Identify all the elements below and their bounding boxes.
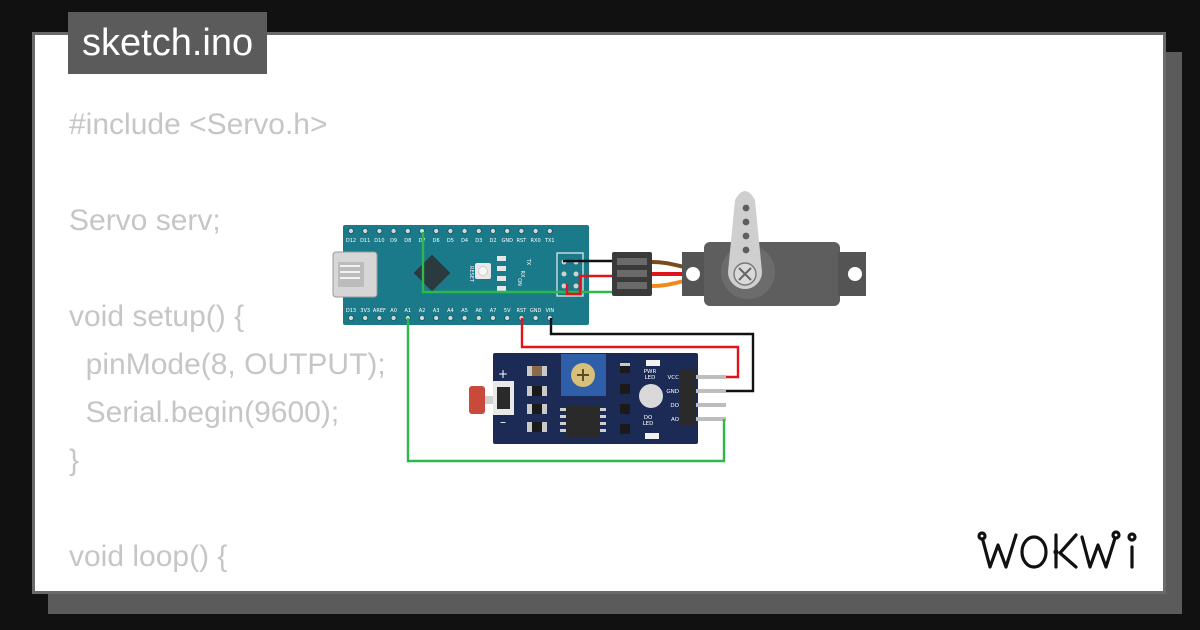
nano-pin-d12[interactable]	[347, 227, 354, 234]
nano-pin-label: AREF	[373, 308, 386, 314]
nano-pin-a1[interactable]	[404, 314, 411, 321]
nano-pin-a0[interactable]	[390, 314, 397, 321]
nano-bottom-pin-row	[347, 314, 553, 321]
nano-pin-aref[interactable]	[376, 314, 383, 321]
nano-pin-5v[interactable]	[504, 314, 511, 321]
nano-pin-label: RX0	[531, 238, 541, 244]
on-label: ON	[516, 278, 522, 286]
comparator-chip	[566, 405, 600, 437]
nano-pin-label: A0	[390, 308, 397, 314]
minus-label: –	[500, 415, 506, 429]
nano-pin-d8[interactable]	[404, 227, 411, 234]
nano-pin-a6[interactable]	[475, 314, 482, 321]
rx-label: RX	[519, 271, 525, 278]
nano-pin-label: D13	[346, 308, 356, 314]
nano-pin-d10[interactable]	[376, 227, 383, 234]
nano-pin-d2[interactable]	[489, 227, 496, 234]
nano-pin-d3[interactable]	[475, 227, 482, 234]
nano-pin-d4[interactable]	[461, 227, 468, 234]
nano-pin-label: D2	[489, 238, 496, 244]
code-card: #include <Servo.h> Servo serv; void setu…	[32, 32, 1166, 594]
nano-pin-label: D6	[433, 238, 440, 244]
file-tab[interactable]: sketch.ino	[68, 12, 268, 74]
pwr-led	[646, 360, 660, 366]
sensor-pin-label-do: DO	[670, 403, 679, 409]
nano-pin-d6[interactable]	[433, 227, 440, 234]
nano-pin-d5[interactable]	[447, 227, 454, 234]
plus-label: +	[498, 367, 508, 381]
nano-pin-gnd[interactable]	[504, 227, 511, 234]
tx-led	[497, 256, 506, 261]
nano-pin-label: VIN	[545, 308, 554, 314]
photoresistor	[469, 386, 485, 414]
nano-pin-rx0[interactable]	[532, 227, 539, 234]
servo-motor[interactable]	[612, 191, 866, 306]
sensor-pin-label-ao: AO	[671, 417, 680, 423]
nano-pin-label: 3V3	[360, 308, 370, 314]
nano-pin-label: A4	[447, 308, 454, 314]
code-listing: #include <Servo.h> Servo serv; void setu…	[69, 108, 386, 591]
sensor-pin-label-vcc: VCC	[668, 375, 680, 381]
nano-pin-label: A1	[404, 308, 411, 314]
nano-pin-vin[interactable]	[546, 314, 553, 321]
reset-label: RESET	[468, 266, 474, 283]
nano-pin-d9[interactable]	[390, 227, 397, 234]
nano-pin-a5[interactable]	[461, 314, 468, 321]
nano-pin-label: D4	[461, 238, 468, 244]
l-led	[497, 286, 506, 291]
nano-pin-label: TX1	[544, 238, 555, 244]
nano-pin-label: D5	[447, 238, 454, 244]
sensor-glow-led	[639, 384, 663, 408]
nano-pin-label: D12	[346, 238, 356, 244]
nano-pin-label: A5	[461, 308, 468, 314]
nano-pin-a3[interactable]	[433, 314, 440, 321]
sensor-pin-label-gnd: GND	[666, 389, 679, 395]
nano-pin-label: 5V	[504, 308, 511, 314]
wokwi-logo[interactable]	[976, 527, 1152, 575]
nano-pin-d7[interactable]	[418, 227, 425, 234]
nano-pin-rst[interactable]	[518, 314, 525, 321]
nano-pin-label: A6	[475, 308, 482, 314]
nano-pin-a4[interactable]	[447, 314, 454, 321]
nano-pin-gnd[interactable]	[532, 314, 539, 321]
servo-horn[interactable]	[728, 191, 762, 289]
nano-pin-label: A2	[419, 308, 426, 314]
nano-pin-tx1[interactable]	[546, 227, 553, 234]
nano-pin-label: D3	[475, 238, 482, 244]
nano-pin-label: RST	[517, 308, 528, 314]
nano-pin-label: D11	[360, 238, 370, 244]
nano-pin-label: D7	[418, 238, 425, 244]
rx-led	[497, 266, 506, 271]
nano-pin-d13[interactable]	[347, 314, 354, 321]
nano-pin-label: D10	[374, 238, 384, 244]
tx-label: TX	[525, 258, 531, 266]
nano-pin-label: D9	[390, 238, 397, 244]
nano-pin-label: GND	[501, 238, 513, 244]
nano-pin-label: GND	[530, 308, 542, 314]
nano-pin-a2[interactable]	[418, 314, 425, 321]
nano-pin-label: D8	[404, 238, 411, 244]
nano-pin-3v3[interactable]	[362, 314, 369, 321]
nano-pin-d11[interactable]	[362, 227, 369, 234]
sensor-header	[680, 369, 696, 426]
nano-pin-label: A3	[433, 308, 440, 314]
nano-pin-rst[interactable]	[518, 227, 525, 234]
power-led	[497, 276, 506, 281]
nano-pin-label: A7	[490, 308, 497, 314]
nano-pin-label: RST	[517, 238, 528, 244]
do-led	[645, 433, 659, 439]
nano-pin-a7[interactable]	[489, 314, 496, 321]
nano-top-pin-row	[347, 227, 553, 234]
